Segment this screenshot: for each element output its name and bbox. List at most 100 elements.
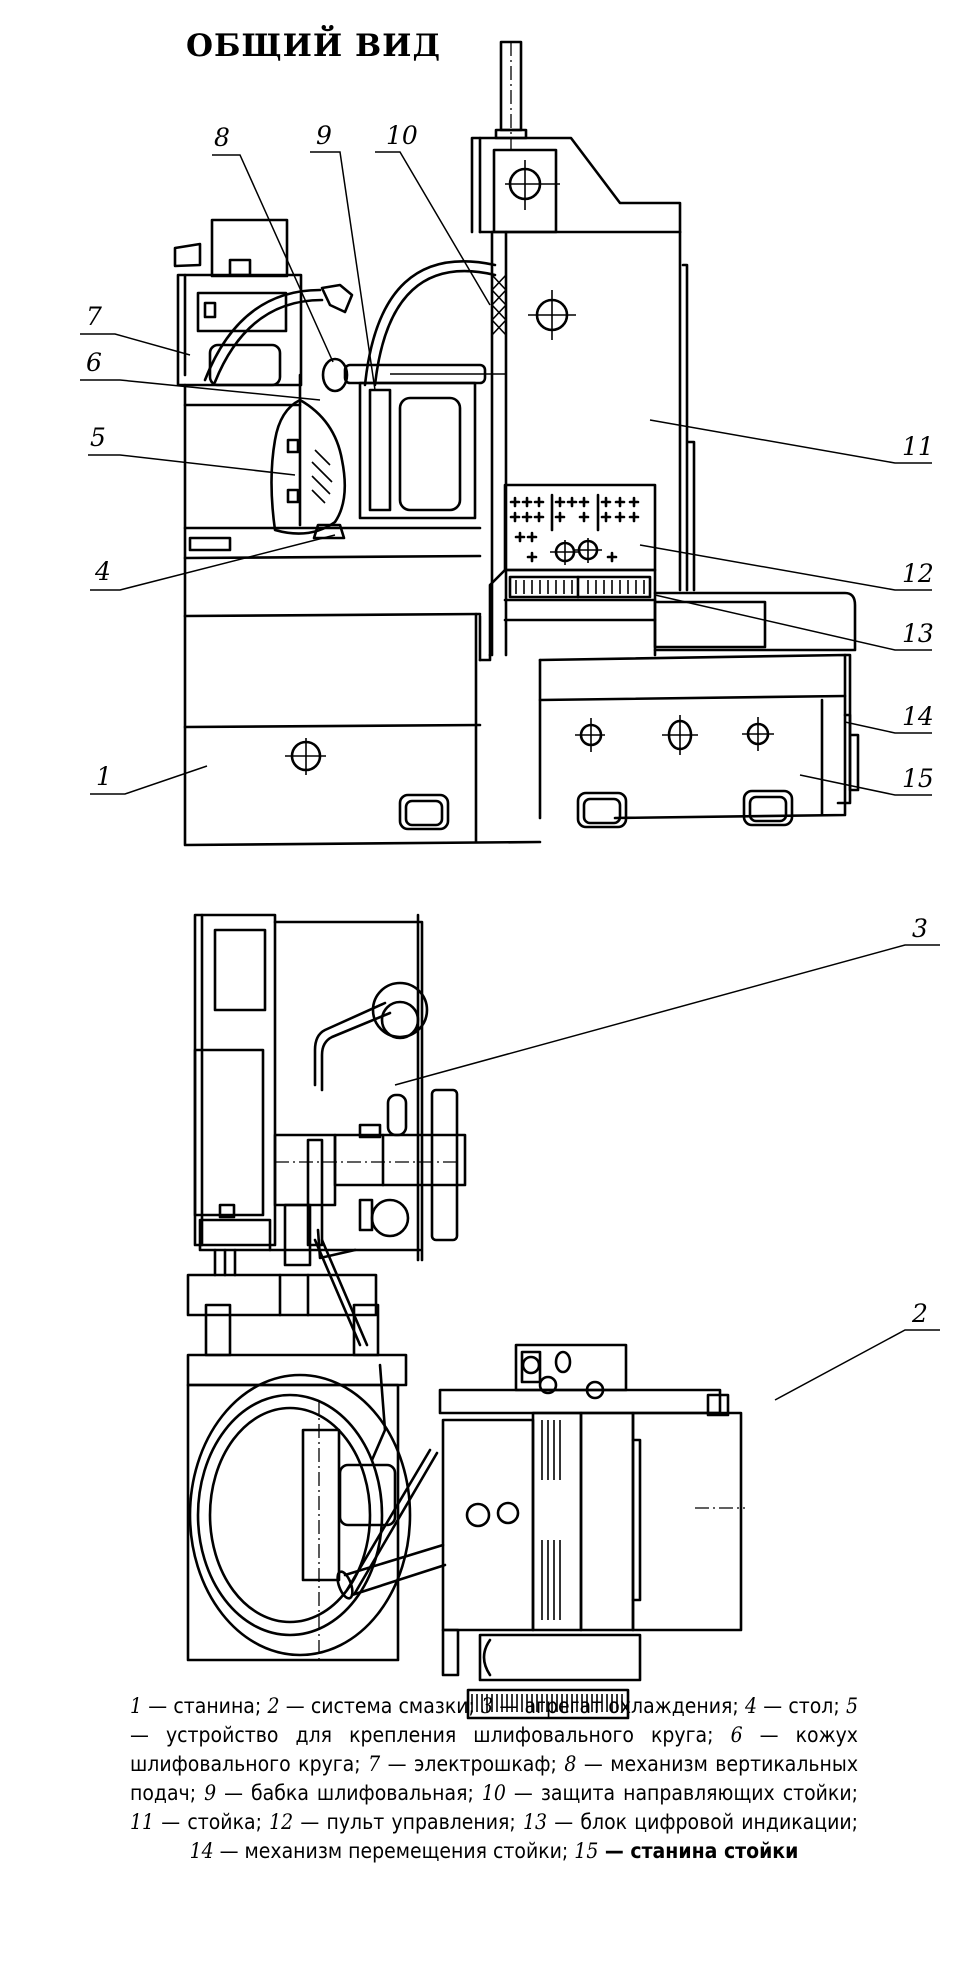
callout-7: 7 (86, 302, 102, 331)
column-11 (478, 230, 696, 657)
vertical-feed-8 (203, 283, 505, 393)
table-4 (183, 403, 482, 560)
panel-button (526, 551, 538, 563)
leader-15 (799, 774, 932, 796)
panel-button (554, 496, 566, 508)
legend-item-13: 13 — блок цифровой индикации; (523, 1810, 858, 1834)
leader-7 (80, 333, 191, 356)
drawing-title: ОБЩИЙ ВИД (186, 28, 442, 64)
legend-text: — пульт управления; (293, 1810, 523, 1834)
legend-number: 6 (730, 1723, 743, 1747)
panel-button (628, 511, 640, 523)
leader-4 (90, 534, 336, 591)
legend-text: — станина; (142, 1694, 268, 1718)
leader-8 (212, 154, 334, 363)
legend-item-10: 10 — защита направляющих стойки; (482, 1781, 858, 1805)
leader-11 (649, 419, 932, 464)
slide-plate (653, 591, 857, 652)
plan-view (186, 913, 745, 1720)
legend-text: — блок цифровой индикации; (547, 1810, 859, 1834)
callout-9: 9 (316, 121, 332, 150)
legend-item-7: 7 — электрошкаф; (368, 1752, 564, 1776)
legend-number: 9 (204, 1781, 217, 1805)
legend-item-14: 14 — механизм перемещения стойки; (190, 1839, 575, 1863)
plan-grinding-head (438, 1388, 745, 1632)
legend-text: — устройство для крепления шлифовального… (130, 1723, 731, 1747)
legend-text: — стол; (757, 1694, 846, 1718)
legend-number: 10 (481, 1781, 506, 1805)
front-view (173, 40, 860, 847)
callout-4: 4 (94, 557, 111, 586)
plan-crossbar (186, 1248, 378, 1317)
panel-button (521, 496, 533, 508)
legend-number: 12 (269, 1810, 294, 1834)
column-base-15 (538, 653, 860, 829)
panel-button (614, 511, 626, 523)
callout-12: 12 (902, 559, 934, 588)
callout-15: 15 (902, 764, 934, 793)
panel-button (554, 511, 566, 523)
panel-button (526, 531, 538, 543)
leader-10 (375, 151, 491, 306)
legend-number: 3 (481, 1694, 494, 1718)
panel-button (600, 496, 612, 508)
legend-item-6: 6 — кожух шлифовального круга; (130, 1723, 858, 1776)
leader-2 (774, 1329, 940, 1401)
legend-text: — агрегат охлаждения; (493, 1694, 745, 1718)
callout-5: 5 (90, 423, 106, 452)
panel-button (533, 511, 545, 523)
legend-number: 11 (130, 1810, 155, 1834)
legend-number: 14 (189, 1839, 214, 1863)
panel-buttons (509, 496, 640, 563)
plan-table-wheel (186, 1303, 447, 1662)
panel-button (578, 511, 590, 523)
legend-text: — станина стойки (598, 1839, 799, 1863)
legend-text: — механизм перемещения стойки; (213, 1839, 575, 1863)
leader-5 (88, 454, 296, 476)
plan-cabinet (193, 913, 277, 1252)
panel-button (533, 496, 545, 508)
callout-6: 6 (86, 348, 102, 377)
legend-item-11: 11 — стойка; (130, 1810, 269, 1834)
leader-3 (394, 944, 940, 1086)
lubrication-system-2 (514, 1343, 628, 1400)
plan-handwheel (441, 1628, 642, 1720)
legend-text: — электрошкаф; (380, 1752, 565, 1776)
callout-1: 1 (96, 762, 112, 791)
leader-12 (639, 544, 932, 591)
callout-10: 10 (386, 121, 418, 150)
column-post (494, 40, 528, 150)
legend-item-1: 1 — станина; (130, 1694, 267, 1718)
panel-button (600, 511, 612, 523)
callout-3: 3 (912, 914, 928, 943)
legend-number: 15 (574, 1839, 599, 1863)
leader-9 (310, 151, 376, 391)
panel-button (606, 551, 618, 563)
legend-number: 4 (744, 1694, 758, 1718)
column-head (470, 136, 682, 234)
plan-column-block (273, 1133, 369, 1347)
legend-item-4: 4 — стол; (745, 1694, 846, 1718)
handwheel-knurl (471, 1694, 623, 1712)
legend-text: — кожух шлифовального круга; (130, 1723, 858, 1776)
panel-button (614, 496, 626, 508)
legend-text: — система смазки; (279, 1694, 482, 1718)
wheel-guard-6 (270, 373, 347, 540)
legend-text: — стойка; (154, 1810, 270, 1834)
leader-13 (654, 594, 932, 651)
bed-1 (183, 383, 542, 847)
legend-item-8: 8 — механизм вертикальных подач; (130, 1752, 858, 1805)
panel-button (628, 496, 640, 508)
callout-8: 8 (214, 123, 230, 152)
legend-item-3: 3 — агрегат охлаждения; (481, 1694, 745, 1718)
legend-text: — механизм вертикальных подач; (130, 1752, 858, 1805)
legend-item-12: 12 — пульт управления; (269, 1810, 523, 1834)
legend-number: 1 (130, 1694, 143, 1718)
callout-13: 13 (902, 619, 934, 648)
coolant-unit-3 (268, 913, 467, 1262)
callout-labels: 1 2 3 4 5 6 7 8 9 10 11 12 13 14 15 (86, 121, 934, 1328)
leader-6 (80, 379, 321, 401)
panel-button (509, 511, 521, 523)
legend-text: — защита направляющих стойки; (505, 1781, 858, 1805)
